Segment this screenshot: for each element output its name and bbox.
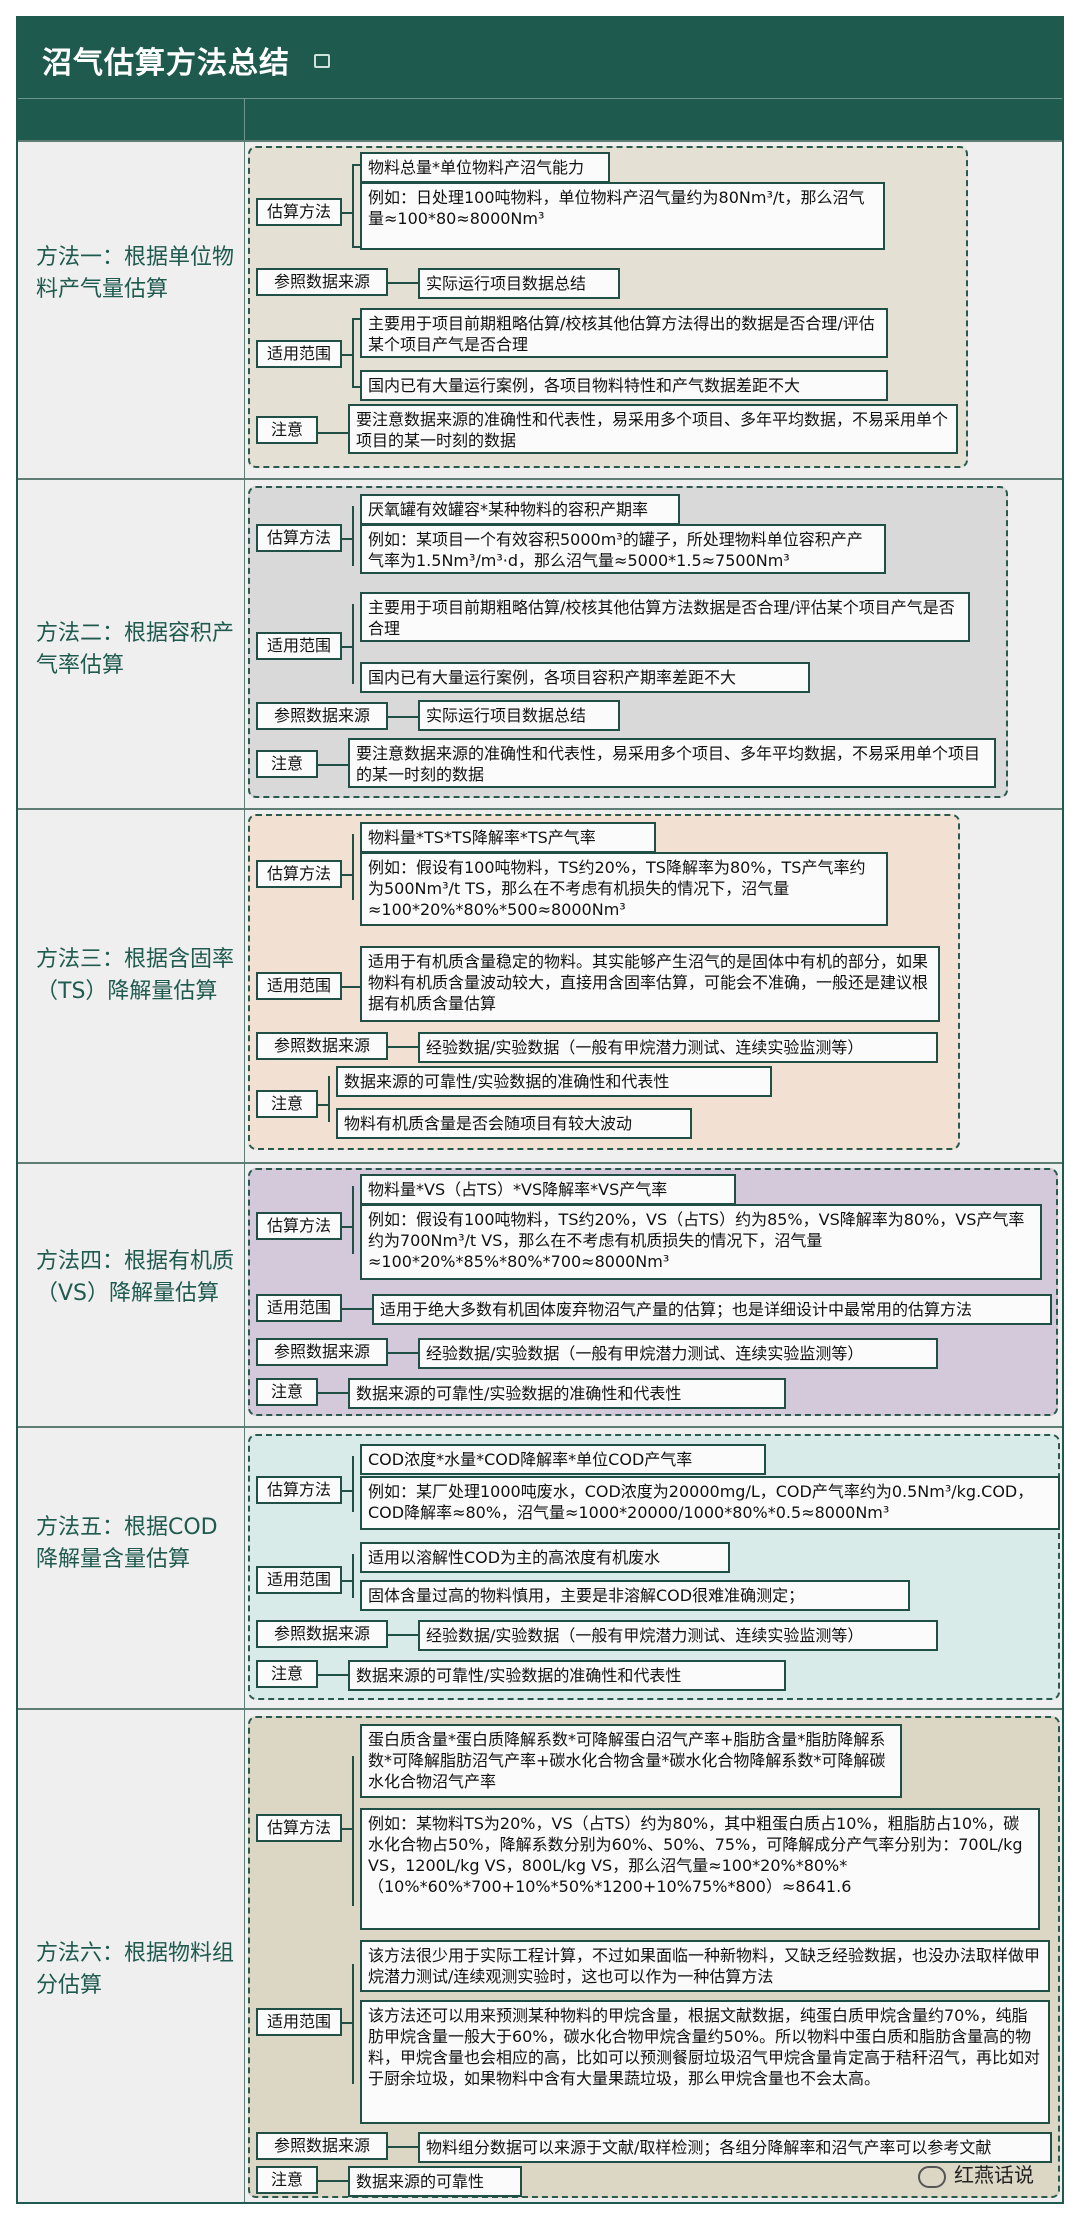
scope-label: 适用范围 [256,1566,342,1594]
estimate-example: 例如：某物料TS为20%，VS（占TS）约为80%，其中粗蛋白质占10%，粗脂肪… [360,1808,1040,1930]
note-label: 注意 [256,1378,318,1406]
estimate-formula: COD浓度*水量*COD降解率*单位COD产气率 [360,1444,766,1475]
note-label: 注意 [256,2166,318,2194]
estimate-label: 估算方法 [256,198,342,226]
estimate-example: 例如：假设有100吨物料，TS约20%，TS降解率为80%，TS产气率约为500… [360,852,888,926]
method-section-4: 方法四：根据有机质（VS）降解量估算 估算方法 物料量*VS（占TS）*VS降解… [18,1162,1062,1426]
method-title: 方法六：根据物料组分估算 [36,1941,235,1998]
estimate-formula: 蛋白质含量*蛋白质降解系数*可降解蛋白沼气产率+脂肪含量*脂肪降解系数*可降解脂… [360,1724,902,1798]
mindmap-frame: 沼气估算方法总结 方法一：根据单位物料产气量估算 估算方法 物料总量*单位物料产… [16,16,1064,2204]
ref-label: 参照数据来源 [256,2132,388,2160]
watermark: 红燕话说 [918,2159,1034,2188]
note-item: 数据来源的可靠性 [348,2166,522,2197]
method-section-3: 方法三：根据含固率（TS）降解量估算 估算方法 物料量*TS*TS降解率*TS产… [18,808,1062,1162]
scope-label: 适用范围 [256,632,342,660]
method-section-1: 方法一：根据单位物料产气量估算 估算方法 物料总量*单位物料产沼气能力 例如：日… [18,140,1062,478]
scope-label: 适用范围 [256,2008,342,2036]
ref-text: 实际运行项目数据总结 [418,700,620,731]
scope-item: 适用于绝大多数有机固体废弃物沼气产量的估算；也是详细设计中最常用的估算方法 [372,1294,1052,1325]
page-title: 沼气估算方法总结 [42,46,290,81]
scope-label: 适用范围 [256,340,342,368]
estimate-example: 例如：日处理100吨物料，单位物料产沼气量约为80Nm³/t，那么沼气量≈100… [360,182,885,250]
scope-item: 国内已有大量运行案例，各项目物料特性和产气数据差距不大 [360,370,888,401]
ref-text: 物料组分数据可以来源于文献/取样检测；各组分降解率和沼气产率可以参考文献 [418,2132,1052,2163]
title-bar: 沼气估算方法总结 [18,18,1062,98]
ref-label: 参照数据来源 [256,268,388,296]
estimate-label: 估算方法 [256,860,342,888]
ref-label: 参照数据来源 [256,702,388,730]
estimate-example: 例如：某厂处理1000吨废水，COD浓度为20000mg/L，COD产气率约为0… [360,1476,1060,1530]
estimate-label: 估算方法 [256,1476,342,1504]
note-label: 注意 [256,750,318,778]
estimate-label: 估算方法 [256,524,342,552]
method-section-6: 方法六：根据物料组分估算 估算方法 蛋白质含量*蛋白质降解系数*可降解蛋白沼气产… [18,1708,1062,2202]
ref-text: 经验数据/实验数据（一般有甲烷潜力测试、连续实验监测等） [418,1338,938,1369]
ref-label: 参照数据来源 [256,1620,388,1648]
method-title: 方法三：根据含固率（TS）降解量估算 [36,947,235,1004]
estimate-formula: 物料总量*单位物料产沼气能力 [360,152,610,183]
note-item: 数据来源的可靠性/实验数据的准确性和代表性 [348,1378,786,1409]
scope-item: 该方法还可以用来预测某种物料的甲烷含量，根据文献数据，纯蛋白质甲烷含量约70%，… [360,2000,1050,2124]
note-item: 数据来源的可靠性/实验数据的准确性和代表性 [336,1066,772,1097]
ref-text: 经验数据/实验数据（一般有甲烷潜力测试、连续实验监测等） [418,1032,938,1063]
estimate-label: 估算方法 [256,1814,342,1842]
scope-item: 固体含量过高的物料慎用，主要是非溶解COD很难准确测定； [360,1580,910,1611]
note-label: 注意 [256,416,318,444]
method-title: 方法五：根据COD降解量含量估算 [36,1515,218,1572]
note-item: 物料有机质含量是否会随项目有较大波动 [336,1108,692,1139]
watermark-text: 红燕话说 [954,2163,1034,2187]
method-title: 方法二：根据容积产气率估算 [36,621,235,678]
estimate-label: 估算方法 [256,1212,342,1240]
estimate-formula: 厌氧罐有效罐容*某种物料的容积产期率 [360,494,680,525]
scope-item: 主要用于项目前期粗略估算/校核其他估算方法数据是否合理/评估某个项目产气是否合理 [360,592,970,642]
note-item: 要注意数据来源的准确性和代表性，易采用多个项目、多年平均数据，不易采用单个项目的… [348,404,958,454]
scope-item: 主要用于项目前期粗略估算/校核其他估算方法得出的数据是否合理/评估某个项目产气是… [360,308,888,358]
estimate-formula: 物料量*VS（占TS）*VS降解率*VS产气率 [360,1174,736,1205]
note-label: 注意 [256,1090,318,1118]
ref-text: 实际运行项目数据总结 [418,268,620,299]
method-title: 方法四：根据有机质（VS）降解量估算 [36,1249,235,1306]
ref-label: 参照数据来源 [256,1338,388,1366]
header-row [18,98,1062,141]
scope-item: 该方法很少用于实际工程计算，不过如果面临一种新物料，又缺乏经验数据，也没办法取样… [360,1940,1050,1992]
note-item: 要注意数据来源的准确性和代表性，易采用多个项目、多年平均数据，不易采用单个项目的… [348,738,996,788]
scope-item: 适用于有机质含量稳定的物料。其实能够产生沼气的是固体中有机的部分，如果物料有机质… [360,946,940,1022]
note-icon [314,54,330,68]
method-section-2: 方法二：根据容积产气率估算 估算方法 厌氧罐有效罐容*某种物料的容积产期率 例如… [18,478,1062,808]
scope-label: 适用范围 [256,972,342,1000]
estimate-example: 例如：某项目一个有效容积5000m³的罐子，所处理物料单位容积产产气率为1.5N… [360,524,886,574]
ref-text: 经验数据/实验数据（一般有甲烷潜力测试、连续实验监测等） [418,1620,938,1651]
scope-label: 适用范围 [256,1294,342,1322]
note-label: 注意 [256,1660,318,1688]
method-section-5: 方法五：根据COD降解量含量估算 估算方法 COD浓度*水量*COD降解率*单位… [18,1426,1062,1708]
wechat-icon [918,2165,946,2188]
scope-item: 适用以溶解性COD为主的高浓度有机废水 [360,1542,730,1573]
scope-item: 国内已有大量运行案例，各项目容积产期率差距不大 [360,662,810,693]
note-item: 数据来源的可靠性/实验数据的准确性和代表性 [348,1660,786,1691]
ref-label: 参照数据来源 [256,1032,388,1060]
estimate-formula: 物料量*TS*TS降解率*TS产气率 [360,822,656,853]
estimate-example: 例如：假设有100吨物料，TS约20%，VS（占TS）约为85%，VS降解率为8… [360,1204,1042,1280]
method-title: 方法一：根据单位物料产气量估算 [36,245,235,302]
